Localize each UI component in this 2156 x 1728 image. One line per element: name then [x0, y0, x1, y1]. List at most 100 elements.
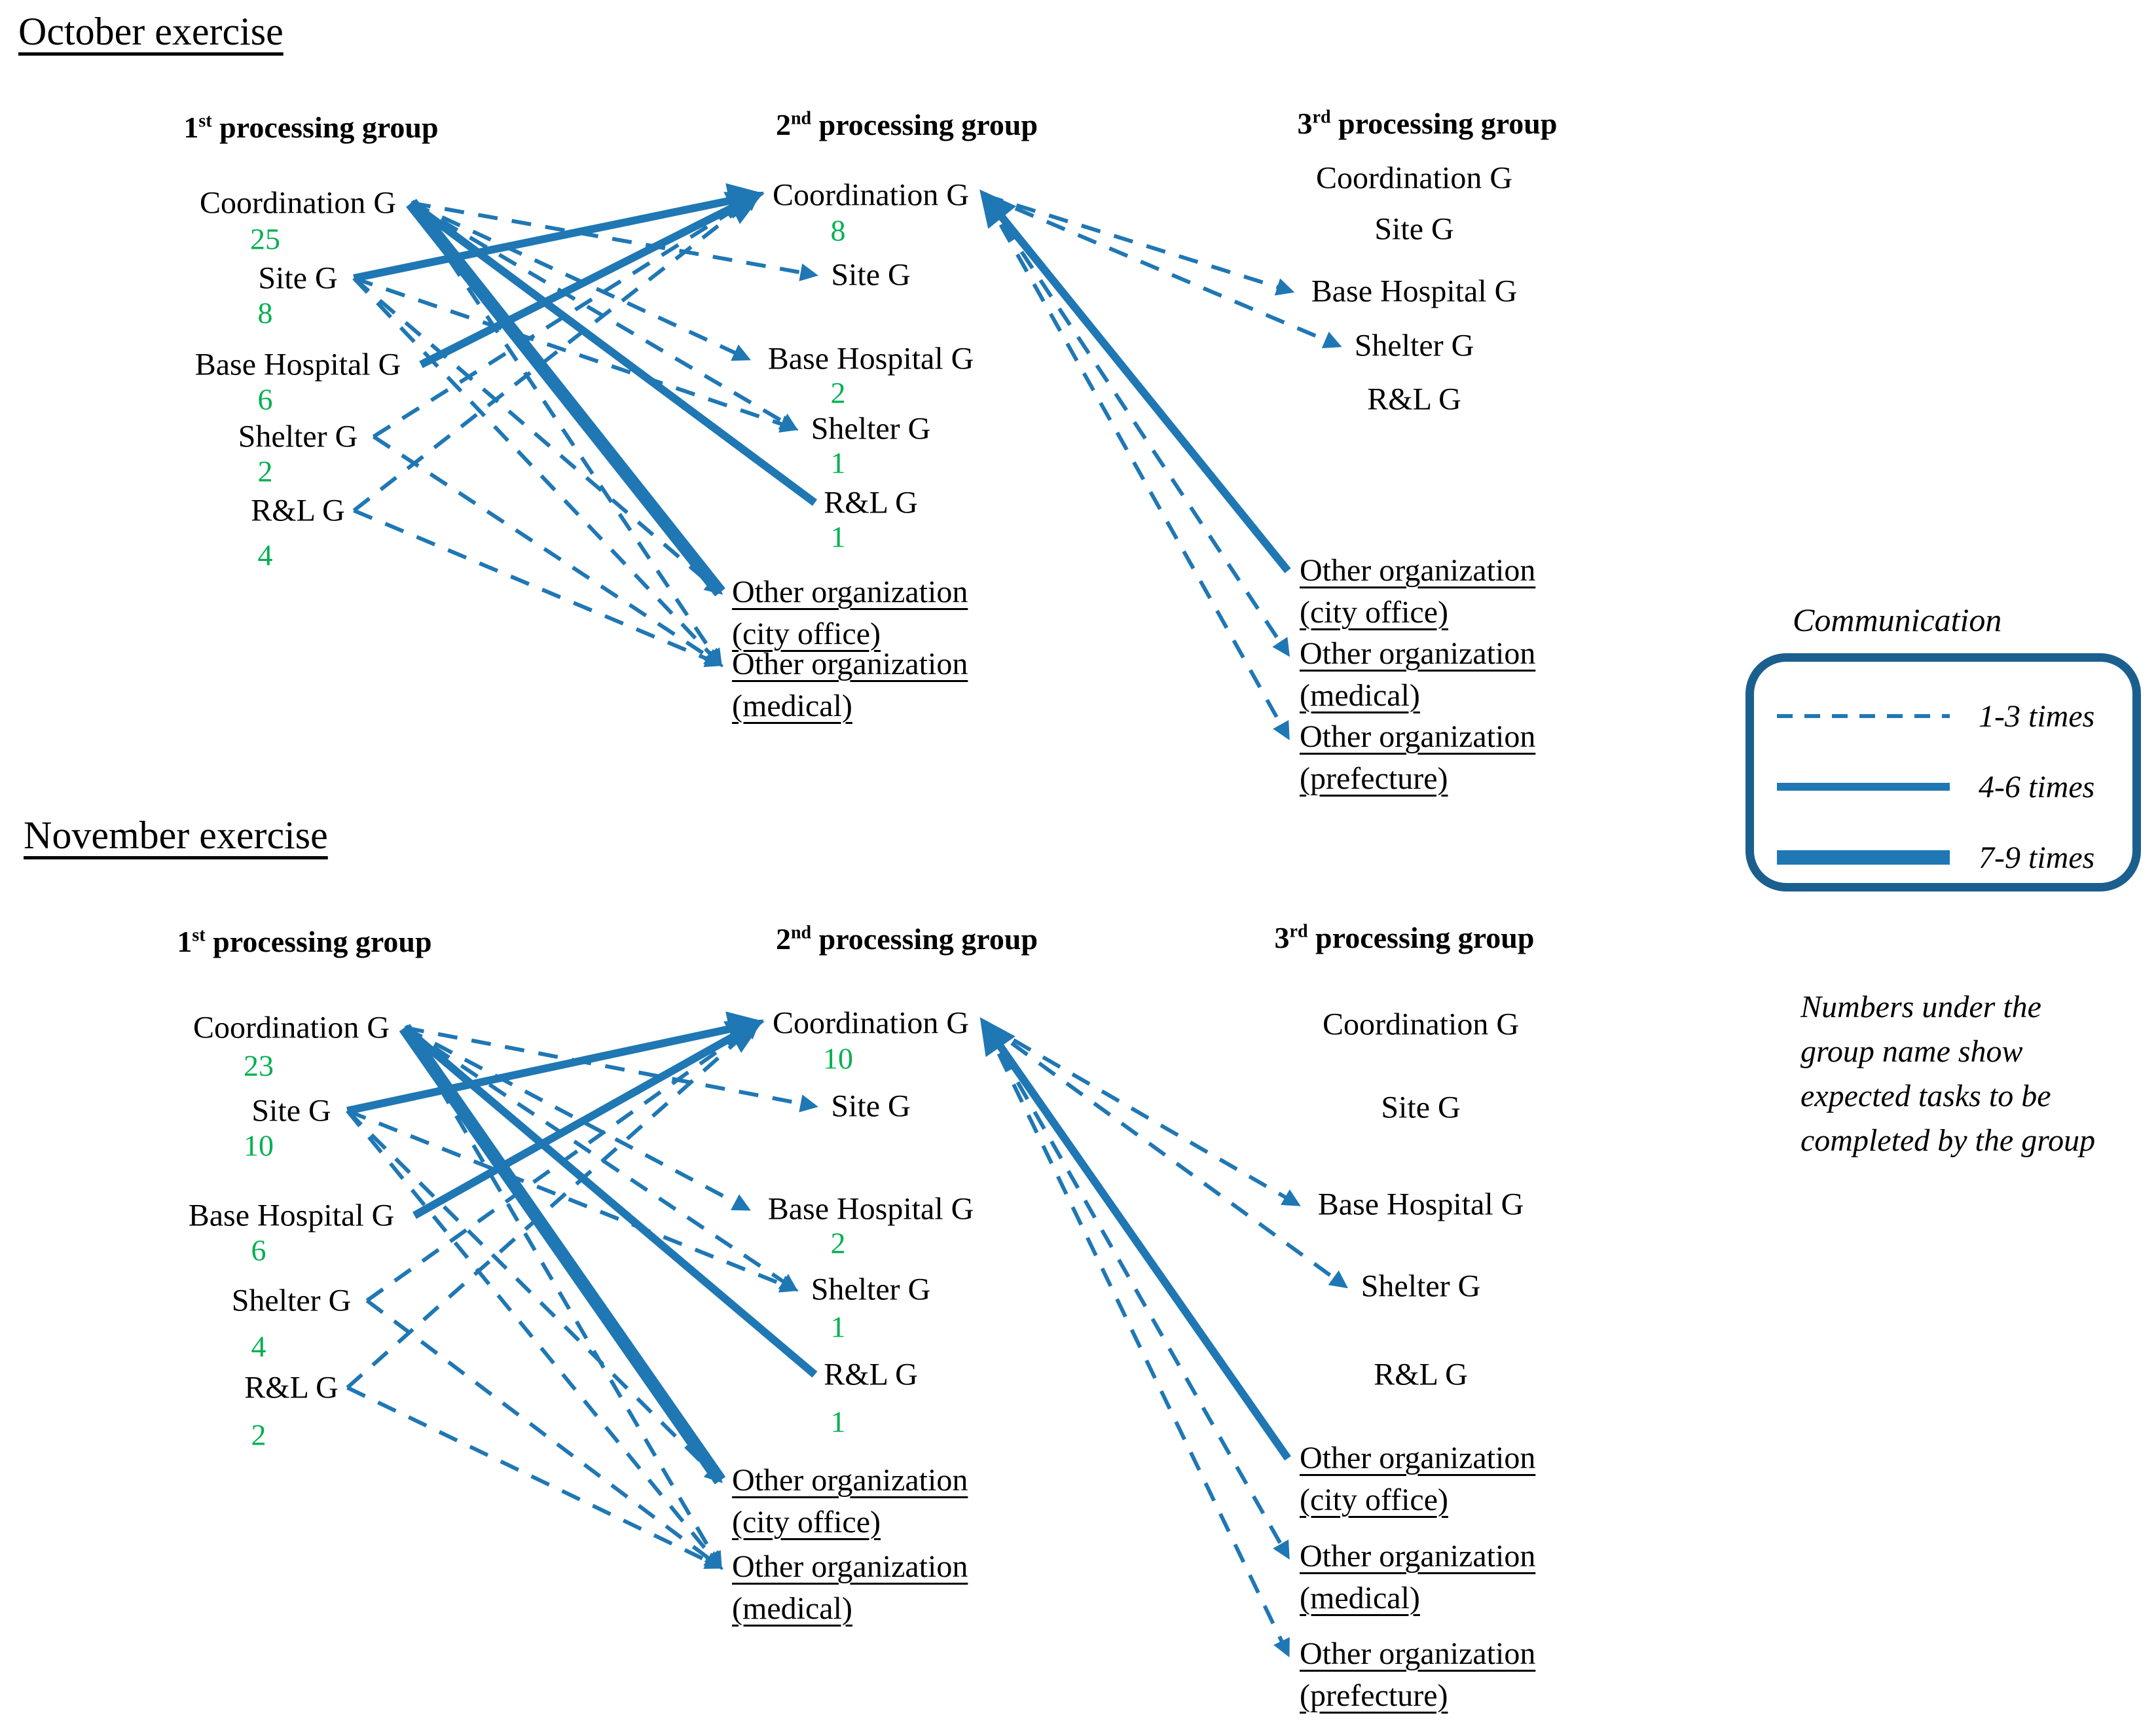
group-label-november-c3.other_city: Other organization (city office) [1300, 1437, 1535, 1521]
column-header-october-1: 1st processing group [183, 111, 439, 144]
connection-line-november-c2.coordination-to-c3.shelter [983, 1021, 1348, 1289]
group-label-october-c3.other_city: Other organization(city office) [1300, 550, 1535, 634]
connection-line-october-c1.shelter-to-c2.coordination [372, 193, 761, 439]
group-label-october-c1.site: Site G [258, 261, 338, 296]
column-header-november-2: 2nd processing group [775, 922, 1038, 956]
group-label-october-c3.site: Site G [1374, 211, 1454, 247]
task-count-october-c1.rl: 4 [257, 538, 273, 572]
task-count-october-c2.rl: 1 [830, 520, 846, 554]
connection-line-october-c2.coordination-to-c3.other_city [979, 189, 1291, 573]
group-label-november-c3.site: Site G [1381, 1090, 1461, 1125]
group-label-november-c2.other_city: Other organization (city office) [732, 1460, 968, 1543]
connection-line-october-c1.base-to-c2.coordination [419, 191, 764, 369]
group-label-november-c2.base: Base Hospital G [767, 1191, 974, 1227]
task-count-october-c1.coordination: 25 [250, 222, 280, 256]
group-label-november-c3.other_pref: Other organization(prefecture) [1300, 1633, 1535, 1717]
other-organization-line: (prefecture) [1300, 1678, 1448, 1713]
group-label-november-c3.coordination: Coordination G [1323, 1007, 1519, 1042]
task-count-november-c2.rl: 1 [830, 1405, 846, 1439]
column-header-november-1: 1st processing group [177, 925, 432, 958]
group-label-october-c1.rl: R&L G [251, 493, 345, 528]
legend-line-sample-dashed [1777, 714, 1950, 718]
connection-line-november-c2.coordination-to-c3.other_medical [982, 1022, 1290, 1560]
other-organization-line: (city office) [1300, 595, 1448, 630]
column-header-october-3: 3rd processing group [1297, 107, 1558, 140]
task-count-october-c2.base: 2 [830, 376, 846, 410]
legend-item-dashed: 1-3 times [1776, 699, 2094, 734]
group-label-october-c3.other_medical: Other organization (medical) [1300, 633, 1535, 717]
task-count-november-c1.site: 10 [244, 1128, 274, 1162]
connection-line-october-c1.shelter-to-c2.other_medical [372, 435, 723, 667]
group-label-october-c2.other_city: Other organization (city office) [732, 571, 968, 655]
connection-line-november-c1.shelter-to-c2.other_medical [365, 1299, 723, 1570]
group-label-october-c2.shelter: Shelter G [811, 411, 931, 446]
other-organization-line: (city office) [732, 617, 881, 651]
connection-line-october-c2.coordination-to-c3.base [983, 193, 1295, 296]
connection-line-october-c2.coordination-to-c3.other_pref [982, 194, 1290, 740]
other-organization-line: Other organization [1300, 636, 1536, 671]
group-label-october-c1.base: Base Hospital G [194, 347, 401, 382]
other-organization-line: (city office) [1300, 1483, 1448, 1517]
column-header-november-3: 3rd processing group [1274, 921, 1535, 954]
legend-label: 4-6 times [1979, 769, 2095, 804]
task-count-october-c2.shelter: 1 [830, 446, 846, 480]
task-count-october-c1.base: 6 [257, 382, 273, 416]
group-label-october-c3.coordination: Coordination G [1316, 160, 1512, 196]
other-organization-line: Other organization [732, 1463, 968, 1498]
group-label-october-c3.rl: R&L G [1367, 382, 1461, 417]
group-label-november-c2.coordination: Coordination G [773, 1005, 969, 1041]
connection-line-november-c1.site-to-c2.other_medical [346, 1109, 723, 1570]
connection-line-november-c1.site-to-c2.shelter [346, 1109, 799, 1293]
connection-line-october-c1.site-to-c2.coordination [353, 183, 765, 282]
task-count-october-c1.shelter: 2 [257, 454, 273, 488]
section-title-october: October exercise [18, 10, 283, 53]
group-label-november-c1.site: Site G [251, 1093, 331, 1128]
connection-line-november-c1.rl-to-c2.other_medical [346, 1386, 723, 1569]
connection-line-october-c1.site-to-c2.other_city [352, 276, 723, 595]
group-label-november-c1.rl: R&L G [244, 1370, 338, 1405]
group-label-november-c3.rl: R&L G [1374, 1357, 1468, 1392]
connection-line-october-c1.coordination-to-c2.other_city [406, 198, 725, 597]
task-count-november-c2.coordination: 10 [823, 1041, 853, 1075]
group-label-october-c2.rl: R&L G [824, 485, 918, 520]
other-organization-line: (city office) [732, 1505, 881, 1539]
other-organization-line: Other organization [1300, 719, 1536, 754]
task-count-november-c2.base: 2 [830, 1226, 846, 1260]
connection-line-october-c1.site-to-c2.other_medical [352, 276, 723, 668]
connection-line-november-c1.coordination-to-c2.other_medical [403, 1026, 722, 1570]
section-title-november: November exercise [24, 814, 328, 857]
note-line: completed by the group [1800, 1123, 2096, 1158]
connection-line-november-c1.base-to-c2.coordination [412, 1019, 764, 1219]
connection-line-october-c1.rl-to-c2.coordination [352, 192, 761, 513]
group-label-october-c2.other_medical: Other organization(medical) [732, 643, 968, 727]
connection-line-october-c1.coordination-to-c2.base [410, 201, 752, 361]
group-label-october-c1.coordination: Coordination G [200, 185, 396, 221]
connection-line-october-c2.coordination-to-c3.shelter [983, 193, 1342, 349]
legend-title: Communication [1793, 602, 2002, 638]
group-label-november-c1.coordination: Coordination G [193, 1010, 390, 1045]
task-count-october-c1.site: 8 [257, 296, 273, 330]
other-organization-line: (prefecture) [1300, 761, 1448, 796]
group-label-november-c3.other_medical: Other organization(medical) [1300, 1536, 1535, 1619]
connection-line-november-c1.rl-to-c2.coordination [346, 1020, 761, 1390]
connection-line-november-c2.coordination-to-c3.other_pref [982, 1022, 1290, 1657]
connection-line-november-c1.coordination-to-c2.other_city [399, 1024, 726, 1485]
group-label-october-c2.coordination: Coordination G [773, 177, 969, 213]
note-line: group name show [1800, 1034, 2023, 1069]
connection-line-october-c1.coordination-to-c2.other_medical [409, 202, 723, 668]
connection-line-november-c2.coordination-to-c3.base [983, 1021, 1301, 1206]
legend-item-medium: 4-6 times [1776, 770, 2094, 804]
task-count-november-c1.base: 6 [251, 1233, 266, 1267]
other-organization-line: (medical) [1300, 678, 1420, 713]
group-label-october-c3.shelter: Shelter G [1354, 328, 1474, 363]
group-label-october-c2.site: Site G [831, 257, 911, 293]
note-line: expected tasks to be [1800, 1079, 2051, 1113]
connection-line-november-c1.coordination-to-c2.base [403, 1026, 751, 1211]
other-organization-line: Other organization [732, 575, 968, 609]
group-label-october-c3.other_pref: Other organization (prefecture) [1300, 716, 1535, 800]
other-organization-line: Other organization [1300, 1441, 1536, 1475]
legend-label: 7-9 times [1979, 840, 2095, 875]
